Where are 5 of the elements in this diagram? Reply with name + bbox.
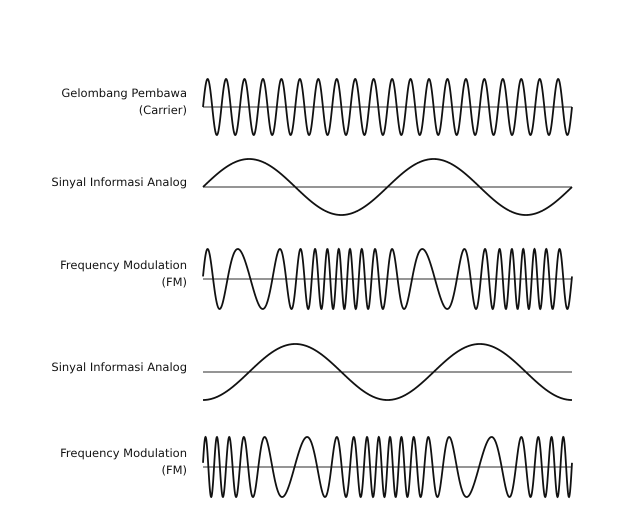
- waveform-label: Frequency Modulation (FM): [59, 445, 187, 479]
- waveform-label: Gelombang Pembawa (Carrier): [60, 85, 187, 119]
- waveform-label: Sinyal Informasi Analog: [50, 174, 187, 190]
- waveform-label: Sinyal Informasi Analog: [50, 358, 187, 376]
- waveform-label: Frequency Modulation (FM): [59, 257, 187, 291]
